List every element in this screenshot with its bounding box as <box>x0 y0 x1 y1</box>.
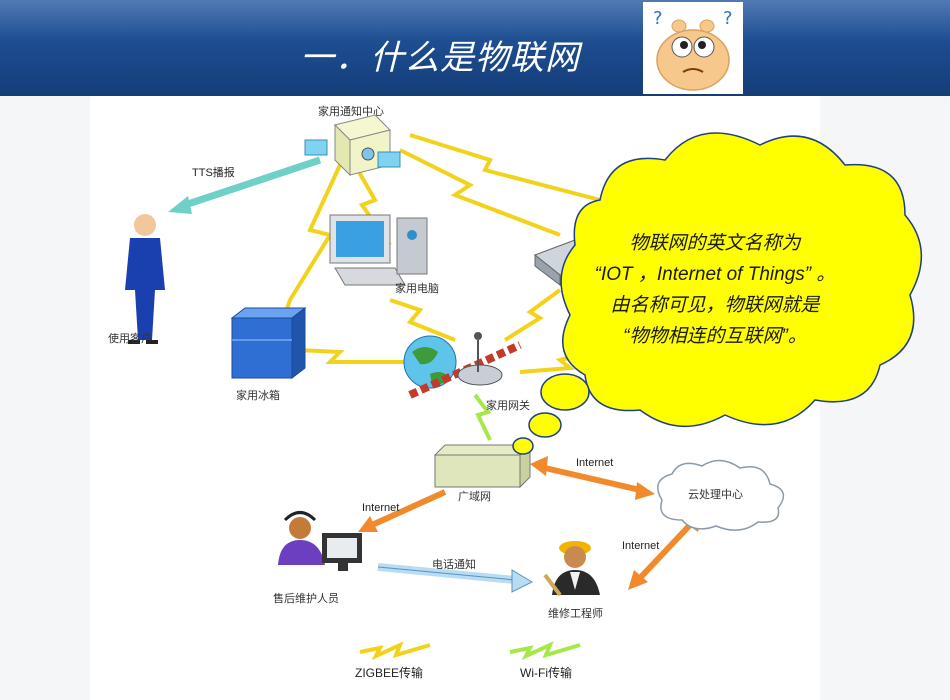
callout-line-4: “物物相连的互联网”。 <box>623 326 807 347</box>
home-gateway-icon <box>403 332 522 399</box>
legend-wifi-label: Wi-Fi传输 <box>520 666 572 680</box>
zigbee-link-center-printer <box>399 148 561 237</box>
wifi-link-gateway-wan <box>473 393 492 441</box>
tts-arrow <box>168 156 322 214</box>
label-user: 使用客户 <box>108 332 152 345</box>
callout-line-3: 由名称可见，物联网就是 <box>610 295 820 316</box>
fridge-icon <box>230 306 307 380</box>
cloud-processing-center-icon <box>657 459 785 531</box>
label-cloud: 云处理中心 <box>688 488 743 501</box>
label-internet-wan-support: Internet <box>362 502 400 514</box>
label-home-notification-center: 家用通知中心 <box>318 105 384 118</box>
phone-notice-arrow <box>377 563 534 593</box>
callout-line-2: “IOT ，Internet of Things” 。 <box>594 264 836 285</box>
legend-wifi-line <box>509 641 581 661</box>
after-sales-support-icon <box>278 511 362 571</box>
zigbee-link-printer-gateway <box>503 288 562 342</box>
zigbee-link-fridge-gateway <box>297 348 410 364</box>
slide-title: 一．什么是物联网 <box>300 38 580 78</box>
label-tts: TTS播报 <box>192 167 235 179</box>
internet-arrow-wan-support <box>358 489 447 532</box>
home-notification-center-icon <box>304 114 401 177</box>
label-internet-wan-cloud: Internet <box>576 457 614 469</box>
callout-line-1: 物联网的英文名称为 <box>629 233 801 254</box>
label-phone-notice: 电话通知 <box>432 558 476 571</box>
legend-zigbee-line <box>359 641 431 661</box>
engineer-icon <box>543 541 600 597</box>
thought-bubble-callout <box>512 132 922 455</box>
label-internet-cloud-engineer: Internet <box>622 540 660 552</box>
internet-arrow-wan-cloud <box>530 456 655 500</box>
user-person-icon <box>125 214 165 344</box>
callout-text: 物联网的英文名称为 “IOT ，Internet of Things” 。 由名… <box>545 228 885 352</box>
zigbee-link-center-right <box>409 133 601 202</box>
wan-box-icon <box>433 443 532 489</box>
zigbee-link-pc-gateway <box>389 298 456 342</box>
label-fridge: 家用冰箱 <box>236 389 280 402</box>
mascot-image: ? ? <box>643 2 743 94</box>
label-home-pc: 家用电脑 <box>395 282 439 295</box>
label-after-sales: 售后维护人员 <box>273 592 339 605</box>
label-engineer: 维修工程师 <box>548 607 603 620</box>
legend-zigbee-label: ZIGBEE传输 <box>355 666 424 680</box>
svg-text:?: ? <box>723 8 733 29</box>
label-gateway: 家用网关 <box>486 399 530 412</box>
svg-text:?: ? <box>653 8 663 29</box>
header-shine <box>0 0 950 40</box>
label-wan: 广域网 <box>458 490 491 503</box>
left-background-band <box>0 96 90 700</box>
slide-header: 一．什么是物联网 <box>0 0 950 96</box>
home-pc-icon <box>329 214 428 286</box>
mascot-icon: ? ? <box>653 8 733 91</box>
